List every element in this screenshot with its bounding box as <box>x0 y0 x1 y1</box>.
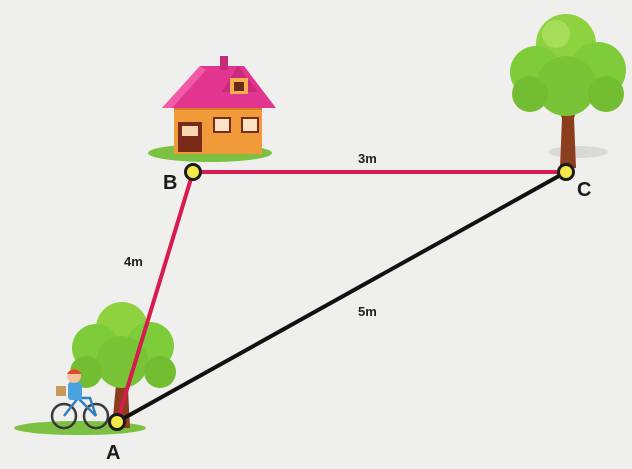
segment-bc-length: 3m <box>358 151 377 166</box>
tree-a-icon <box>14 302 176 435</box>
segment-ac <box>115 170 568 424</box>
point-c-marker <box>557 163 575 181</box>
house-icon <box>148 56 276 162</box>
point-b-label: B <box>163 172 177 194</box>
point-b-marker <box>184 163 202 181</box>
tree-c-icon <box>510 14 626 168</box>
cyclist-icon <box>50 369 110 430</box>
point-a-label: A <box>106 442 120 464</box>
point-c-label: C <box>577 179 591 201</box>
segment-ac-length: 5m <box>358 304 377 319</box>
segment-ab-length: 4m <box>124 254 143 269</box>
segment-ab <box>115 170 195 424</box>
point-a-marker <box>108 413 126 431</box>
